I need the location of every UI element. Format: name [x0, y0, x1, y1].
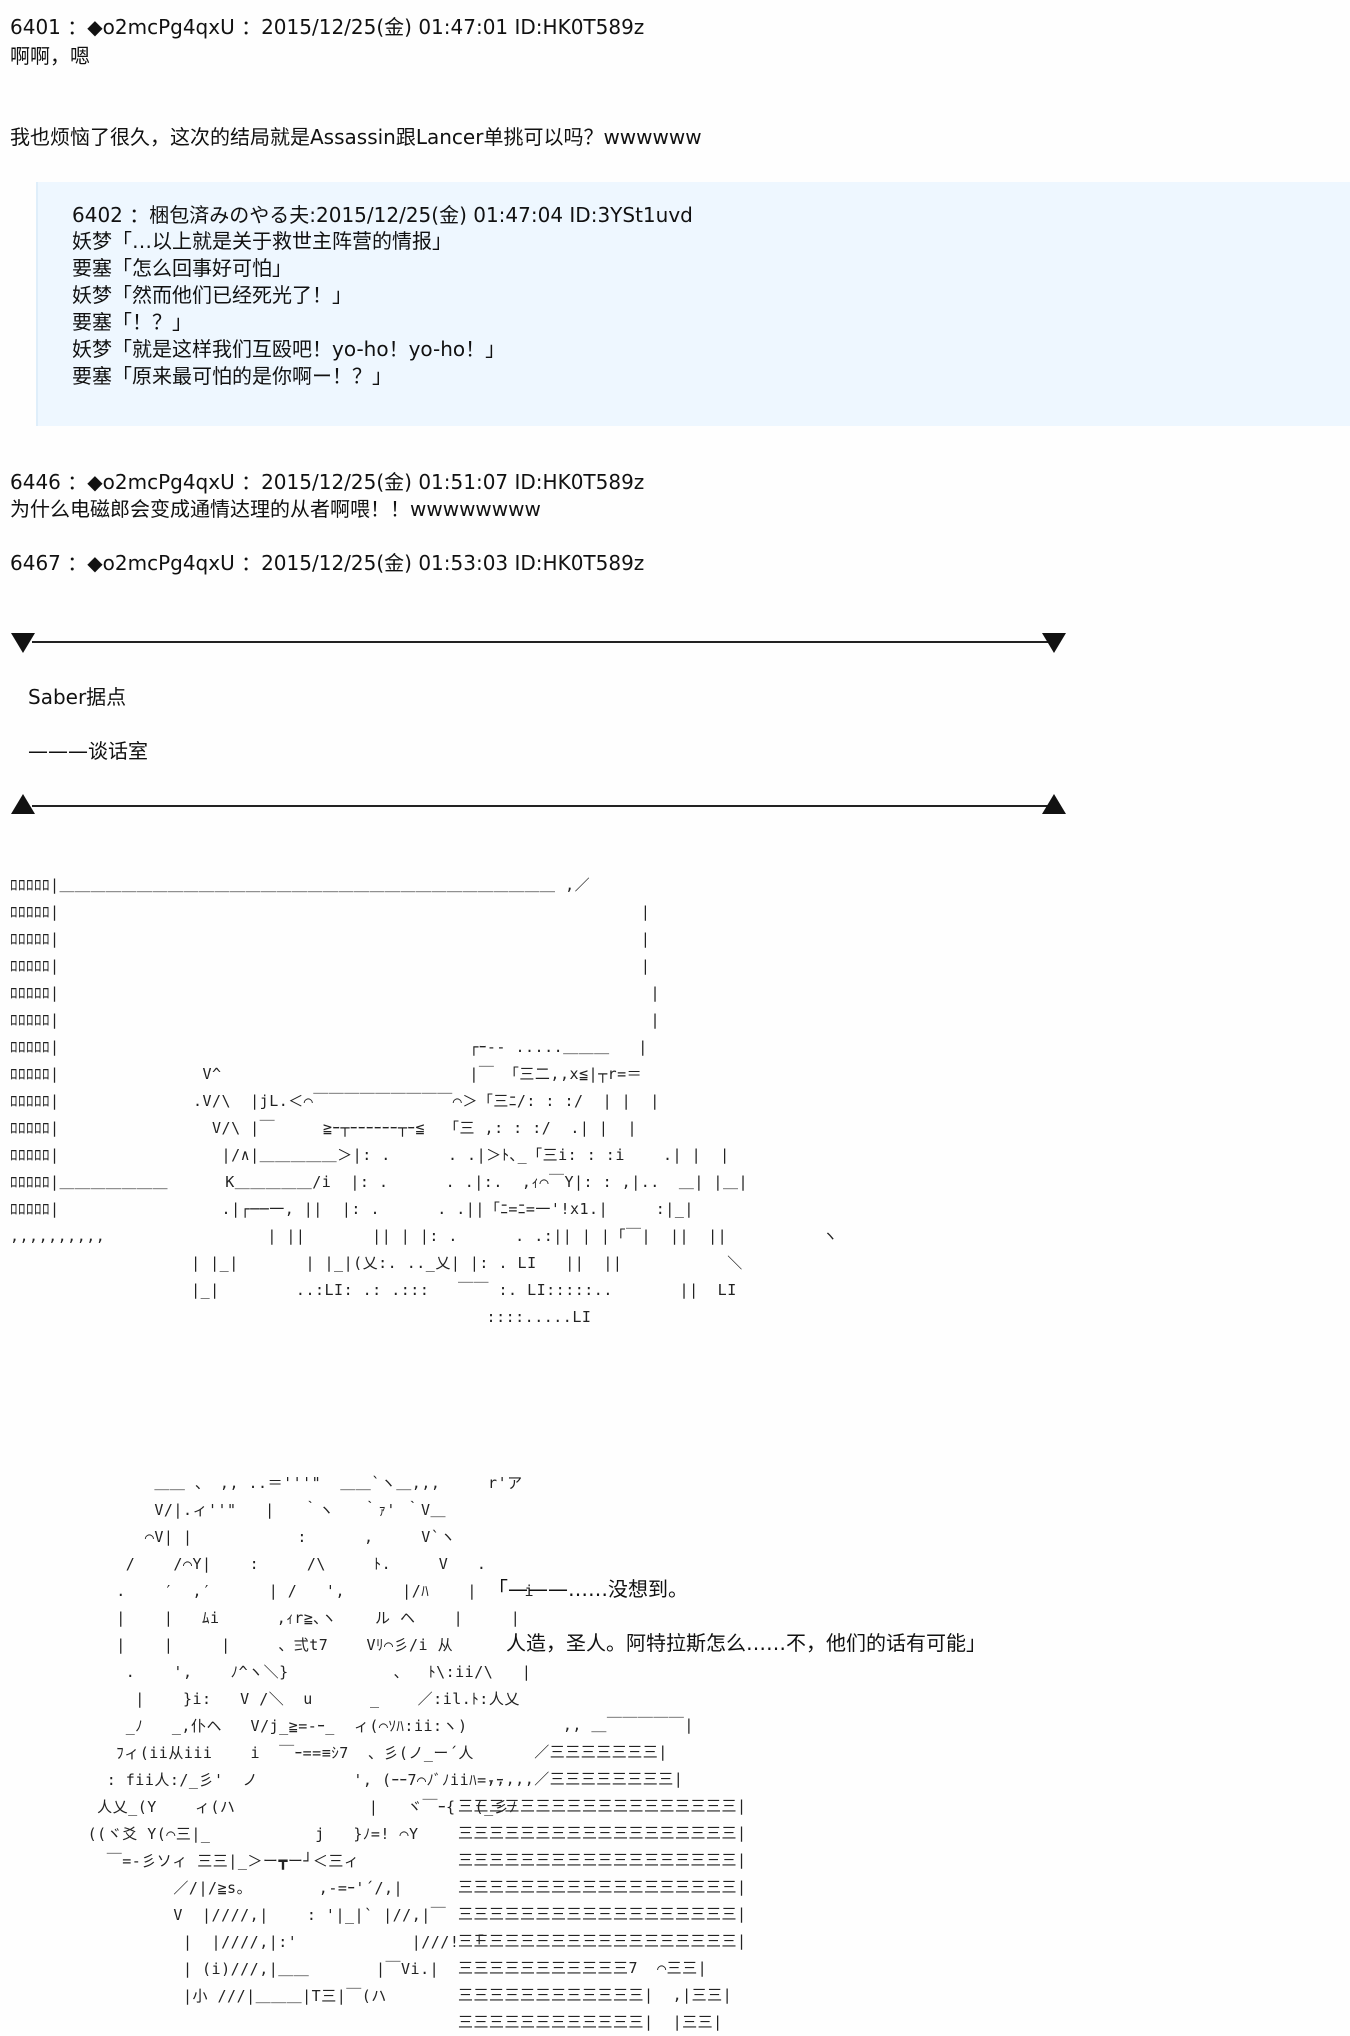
- post-line: 啊啊，嗯: [10, 44, 90, 68]
- dialogue-line: 人造，圣人。阿特拉斯怎么……不，他们的话有可能」: [506, 1631, 986, 1655]
- divider: [32, 805, 1052, 807]
- scene-room: ———谈话室: [28, 739, 148, 763]
- post-line: 为什么电磁郎会变成通情达理的从者啊喂！！wwwwwwww: [10, 497, 541, 521]
- quote-line: 要塞「原来最可怕的是你啊ー！？」: [72, 364, 392, 388]
- post-header: 6446 ：◆o2mcPg4qxU ：2015/12/25(金) 01:51:0…: [10, 470, 645, 494]
- post-header: 6401 ：◆o2mcPg4qxU ：2015/12/25(金) 01:47:0…: [10, 15, 645, 39]
- triangle-down-icon: [1042, 633, 1066, 653]
- quote-line: 妖梦「然而他们已经死光了！」: [72, 283, 352, 307]
- ascii-art-room: ﾛﾛﾛﾛﾛ|＿＿＿＿＿＿＿＿＿＿＿＿＿＿＿＿＿＿＿＿＿＿＿＿＿＿＿＿＿＿＿＿ ,…: [10, 876, 839, 1326]
- triangle-down-icon: [11, 633, 35, 653]
- quote-header: 6402 ：梱包済みのやる夫:2015/12/25(金) 01:47:04 ID…: [72, 203, 693, 227]
- triangle-up-icon: [1042, 794, 1066, 814]
- quote-box: 6402 ：梱包済みのやる夫:2015/12/25(金) 01:47:04 ID…: [36, 182, 1350, 426]
- quote-line: 妖梦「…以上就是关于救世主阵营的情报」: [72, 229, 452, 253]
- quote-line: 妖梦「就是这样我们互殴吧！yo-ho！yo-ho！」: [72, 337, 506, 361]
- quote-line: 要塞「怎么回事好可怕」: [72, 256, 292, 280]
- quote-line: 要塞「！？」: [72, 310, 192, 334]
- ascii-art-desk: ,, ＿￣￣￣￣￣| ／三三三三三三三| ,,,,,／三三三三三三三三| 三三三…: [458, 1716, 747, 2031]
- post-header: 6467 ：◆o2mcPg4qxU ：2015/12/25(金) 01:53:0…: [10, 551, 645, 575]
- dialogue-line: 「———……没想到。: [488, 1577, 688, 1601]
- divider: [32, 641, 1052, 643]
- post-line: 我也烦恼了很久，这次的结局就是Assassin跟Lancer单挑可以吗？wwww…: [10, 125, 702, 149]
- ascii-art-figure: ＿＿ 、 ,, ..＝'''" ＿＿`ヽ＿,,, r'ア V/|.ィ''" | …: [87, 1474, 535, 2005]
- scene-location: Saber据点: [28, 685, 127, 709]
- triangle-up-icon: [11, 794, 35, 814]
